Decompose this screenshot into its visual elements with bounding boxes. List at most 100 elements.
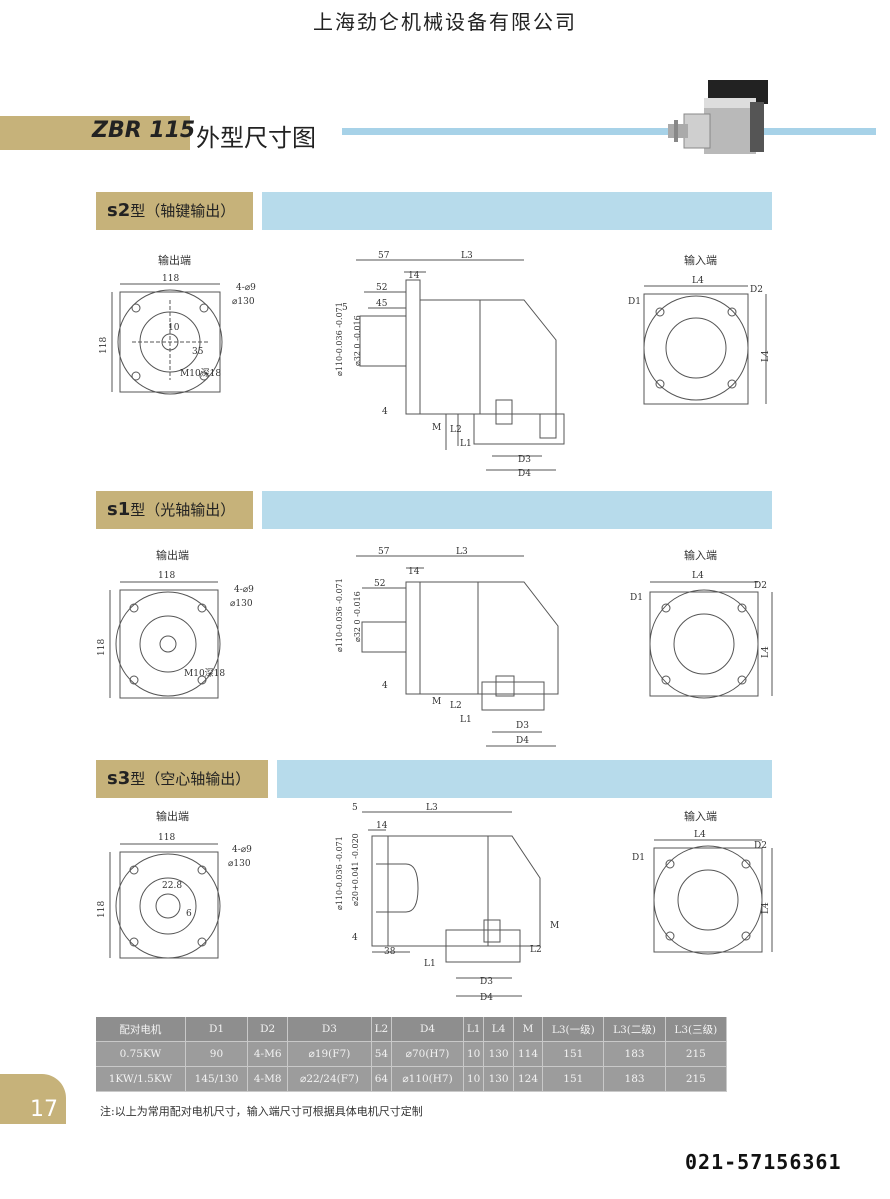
s3-dim-5: 5 xyxy=(352,803,358,813)
s1-dim-L2: L2 xyxy=(450,701,462,711)
table-cell: 130 xyxy=(483,1066,514,1092)
s1-dim-L1: L1 xyxy=(460,715,472,725)
s2-dim-flange: ⌀110-0.036 -0.071 xyxy=(335,302,344,376)
s1-output-view: 118 118 4-⌀9 ⌀130 M10深18 xyxy=(97,571,254,699)
s1-dim-L3: L3 xyxy=(456,547,468,557)
s1-dim-pcd: ⌀130 xyxy=(230,599,253,609)
table-header: L3(二级) xyxy=(603,1017,666,1042)
s2-dim-hole: 4-⌀9 xyxy=(236,283,256,293)
s3-dim-6: 6 xyxy=(186,909,192,919)
table-header: L3(一级) xyxy=(542,1017,605,1042)
s2-dim-35: 35 xyxy=(192,347,204,357)
s1-dim-M: M xyxy=(432,697,441,707)
s3-dim-D4: D4 xyxy=(480,993,493,1003)
phone-number: 021-57156361 xyxy=(685,1150,842,1174)
s3-dim-14: 14 xyxy=(376,821,388,831)
table-cell: 145/130 xyxy=(185,1066,249,1092)
s3-dim-38: 38 xyxy=(384,947,396,957)
s1-input-caption: 输入端 xyxy=(684,549,717,562)
table-cell: ⌀70(H7) xyxy=(391,1041,464,1067)
s3-dim-pcd: ⌀130 xyxy=(228,859,251,869)
table-header: L3(三级) xyxy=(665,1017,728,1042)
page-number: 17 xyxy=(30,1097,58,1122)
table-cell: 130 xyxy=(483,1041,514,1067)
s2-dim-52: 52 xyxy=(376,283,387,293)
s1-dim-D2: D2 xyxy=(754,581,767,591)
s1-dim-L4-v: L4 xyxy=(761,646,771,658)
s2-dim-thread: M10深18 xyxy=(180,368,221,379)
table-cell: 10 xyxy=(463,1066,485,1092)
s2-dim-pcd: ⌀130 xyxy=(232,297,255,307)
s3-dim-4: 4 xyxy=(352,933,358,943)
s3-dim-D1: D1 xyxy=(632,853,645,863)
s2-dim-10: 10 xyxy=(168,323,180,333)
s1-dim-flange: ⌀110-0.036 -0.071 xyxy=(335,578,344,652)
s1-dim-118-v: 118 xyxy=(97,639,107,656)
section-s2-label: s2型（轴键输出） xyxy=(107,200,235,221)
page-number-tab xyxy=(0,1074,66,1124)
table-header: L2 xyxy=(371,1017,393,1042)
section-s3-suffix: 型（空心轴输出） xyxy=(130,770,251,788)
s1-dim-L4: L4 xyxy=(692,571,704,581)
table-cell: 90 xyxy=(185,1041,249,1067)
table-cell: 183 xyxy=(603,1066,666,1092)
s1-dim-hole: 4-⌀9 xyxy=(234,585,254,595)
s2-output-caption: 输出端 xyxy=(158,254,191,267)
s2-output-view: 118 118 4-⌀9 ⌀130 10 35 M10深18 xyxy=(99,274,256,395)
table-cell: 0.75KW xyxy=(96,1041,186,1067)
table-header: L4 xyxy=(483,1017,514,1042)
table-cell: 10 xyxy=(463,1041,485,1067)
s2-dim-118-v: 118 xyxy=(99,337,109,354)
table-cell: 151 xyxy=(542,1041,605,1067)
s1-dim-D1: D1 xyxy=(630,593,643,603)
table-cell: 183 xyxy=(603,1041,666,1067)
s2-dim-L4-v: L4 xyxy=(761,350,771,362)
section-s1-code: s1 xyxy=(107,499,131,520)
gearbox-product-image xyxy=(668,80,768,154)
s2-dim-M: M xyxy=(432,423,441,433)
s1-dim-shaft: ⌀32 0 -0.016 xyxy=(353,591,362,642)
s2-dim-5: 5 xyxy=(342,303,348,313)
s3-output-caption: 输出端 xyxy=(156,810,189,823)
s3-dim-L1: L1 xyxy=(424,959,436,969)
s2-dim-shaft: ⌀32 0 -0.016 xyxy=(353,315,362,366)
s1-input-view: L4 D1 D2 L4 xyxy=(630,571,773,699)
table-cell: ⌀22/24(F7) xyxy=(287,1066,372,1092)
s2-input-caption: 输入端 xyxy=(684,254,717,267)
s1-dim-52: 52 xyxy=(374,579,385,589)
section-s2-tab xyxy=(96,192,253,230)
section-s3-label: s3型（空心轴输出） xyxy=(107,768,250,789)
s3-dim-L4: L4 xyxy=(694,830,706,840)
s3-dim-22-8: 22.8 xyxy=(162,881,182,891)
table-header-row: 配对电机 D1 D2 D3 L2 D4 L1 L4 M L3(一级) L3(二级… xyxy=(96,1017,728,1042)
s3-dim-hole: 4-⌀9 xyxy=(232,845,252,855)
section-s1-tab xyxy=(96,491,253,529)
s2-dim-14: 14 xyxy=(408,271,420,281)
table-cell: 215 xyxy=(665,1041,728,1067)
section-s3-bar xyxy=(277,760,772,798)
table-header: 配对电机 xyxy=(96,1017,186,1042)
s2-dim-L3: L3 xyxy=(461,251,473,261)
s3-dim-D2: D2 xyxy=(754,841,767,851)
s1-dim-4: 4 xyxy=(382,681,388,691)
title-tab xyxy=(0,116,190,150)
s1-dim-D3: D3 xyxy=(516,721,529,731)
section-s3-code: s3 xyxy=(107,768,131,789)
s2-dim-D3: D3 xyxy=(518,455,531,465)
s2-dim-L1: L1 xyxy=(460,439,472,449)
s3-input-view: L4 D1 D2 L4 xyxy=(632,830,773,955)
s1-side-view: 57 L3 14 52 4 ⌀110-0.036 -0.071 ⌀32 0 -0… xyxy=(335,547,559,747)
table-cell: 215 xyxy=(665,1066,728,1092)
page-title: 外型尺寸图 xyxy=(196,124,316,152)
table-cell: 54 xyxy=(371,1041,393,1067)
section-s1-label: s1型（光轴输出） xyxy=(107,499,235,520)
s2-dim-L4: L4 xyxy=(692,276,704,286)
table-cell: ⌀110(H7) xyxy=(391,1066,464,1092)
table-cell: 114 xyxy=(513,1041,544,1067)
s2-dim-4: 4 xyxy=(382,407,388,417)
s1-dim-118: 118 xyxy=(158,571,175,581)
s3-dim-M: M xyxy=(550,921,559,931)
section-s3-tab xyxy=(96,760,268,798)
table-cell: 4-M6 xyxy=(247,1041,289,1067)
section-s2-bar xyxy=(262,192,772,230)
